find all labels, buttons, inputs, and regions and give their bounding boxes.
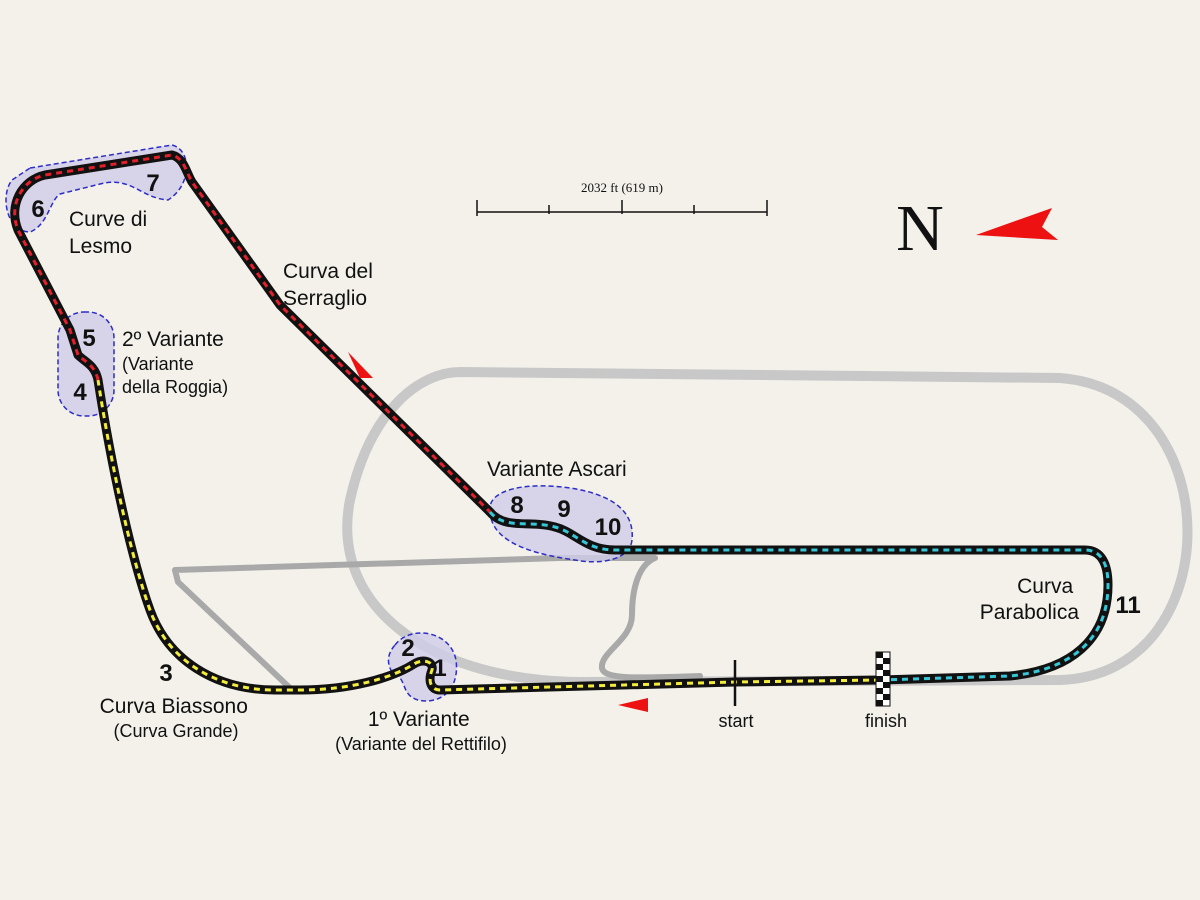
corner-number: 2 [401,635,414,662]
label-variante1: 1º Variante (Variante del Rettifilo) [335,708,507,754]
circuit-track [10,150,1113,695]
scale-label: 2032 ft (619 m) [581,180,663,195]
label-biassono: Curva Biassono (Curva Grande) [100,695,253,741]
corner-number: 8 [510,492,523,519]
label-finish: finish [865,711,907,731]
label-serraglio: Curva del Serraglio [283,260,379,310]
label-ascari: Variante Ascari [487,458,627,481]
label-start: start [718,711,753,731]
old-road-course [172,555,703,691]
sector1-dash [96,379,881,692]
highlight-variante1 [387,632,458,702]
finish-line [875,651,891,707]
banked-oval [342,367,1193,687]
corner-number: 5 [82,325,95,352]
corner-number: 11 [1115,592,1140,619]
sector3-dash [488,510,1110,682]
label-variante2: 2º Variante (Variante della Roggia) [122,328,228,397]
sector-dashes [13,153,1110,692]
scale-bar [476,200,768,216]
label-lesmo: Curve di Lesmo [69,208,153,258]
corner-number: 3 [159,660,172,687]
direction-arrow-icon [348,352,373,378]
corner-number: 6 [31,196,44,223]
north-arrow-icon [976,208,1058,240]
corner-number: 4 [73,379,87,406]
corner-number: 1 [433,655,446,682]
track-sector3-outline [485,507,1113,685]
compass-north-letter: N [896,192,944,265]
label-parabolica: Curva Parabolica [980,575,1080,624]
corner-number: 7 [146,170,159,197]
track-sector1-outline [93,375,885,695]
direction-arrow-icon [618,698,648,712]
corner-number: 9 [557,496,570,523]
sector2-dash [13,153,492,514]
corner-number: 10 [595,514,622,541]
